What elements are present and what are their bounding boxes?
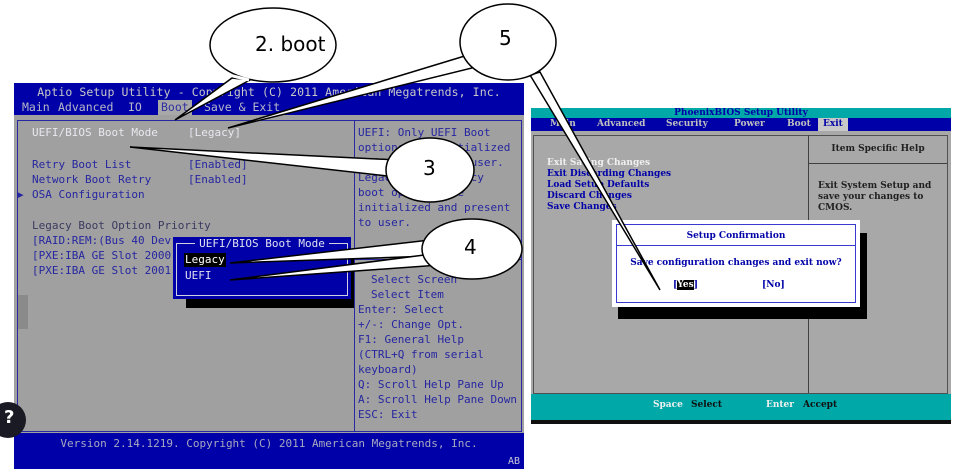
setup-confirmation-dialog: Setup Confirmation Save configuration ch… [612, 220, 860, 307]
bottom-border [531, 420, 951, 424]
aptio-footer: Version 2.14.1219. Copyright (C) 2011 Am… [14, 433, 524, 469]
legacy-priority-heading: Legacy Boot Option Priority [32, 219, 211, 232]
tab-advanced[interactable]: Advanced [58, 100, 114, 114]
phoenix-key-bar: Space Select Enter Accept [531, 394, 951, 420]
setting-boot-mode-label[interactable]: UEFI/BIOS Boot Mode [32, 126, 158, 139]
key-enter-action: Accept [803, 400, 838, 410]
menu-boot[interactable]: Boot [787, 119, 811, 129]
setting-retry-boot-list-value[interactable]: [Enabled] [188, 158, 248, 171]
key-hint: A: Scroll Help Pane Down [358, 393, 517, 406]
help-heading: Item Specific Help [831, 144, 925, 154]
key-hint: (CTRL+Q from serial [358, 348, 484, 361]
yes-button-label: Yes [677, 280, 694, 290]
menu-security[interactable]: Security [666, 119, 708, 129]
setting-network-boot-retry-label[interactable]: Network Boot Retry [32, 173, 152, 186]
menu-advanced[interactable]: Advanced [597, 119, 646, 129]
help-line: initialized and present [358, 201, 511, 214]
phoenix-title: PhoenixBIOS Setup Utility [531, 108, 951, 118]
help-line: to user. [358, 216, 411, 229]
aptio-tab-bar: Main Advanced IO Boot Save & Exit [14, 100, 524, 115]
key-hint: +/-: Change Opt. [358, 318, 464, 331]
dialog-divider [617, 245, 855, 246]
tab-main[interactable]: Main [22, 100, 50, 114]
no-button[interactable]: [No] [762, 280, 785, 290]
tab-boot[interactable]: Boot [158, 100, 192, 115]
corner-label: AB [507, 456, 520, 467]
legacy-boot-option[interactable]: [PXE:IBA GE Slot 2000 [32, 249, 172, 262]
menu-power[interactable]: Power [734, 119, 765, 129]
tab-io[interactable]: IO [128, 100, 142, 114]
legacy-boot-option[interactable]: [PXE:IBA GE Slot 2001 [32, 264, 172, 277]
key-hint: ESC: Exit [358, 408, 418, 422]
legacy-boot-option[interactable]: [RAID:REM:(Bus 40 Dev [32, 234, 172, 247]
setting-osa-configuration[interactable]: OSA Configuration [32, 188, 145, 201]
key-hint: Select Screen [371, 273, 458, 286]
exit-option[interactable]: Load Setup Defaults [547, 180, 650, 190]
callout-label-4: 4 [464, 235, 477, 259]
help-divider [354, 259, 521, 260]
help-line: UEFI: Only UEFI Boot [358, 126, 491, 139]
phoenix-menu-bar: Main Advanced Security Power Boot Exit [531, 118, 951, 131]
menu-exit[interactable]: Exit [818, 118, 848, 131]
key-enter: Enter [766, 400, 795, 410]
exit-option[interactable]: Discard Changes [547, 191, 632, 201]
exit-option[interactable]: Save Changes [547, 202, 617, 212]
aptio-title: Aptio Setup Utility - Copyright (C) 2011… [37, 85, 501, 99]
setting-retry-boot-list-label[interactable]: Retry Boot List [32, 158, 132, 171]
dialog-title: Setup Confirmation [686, 231, 786, 241]
submenu-arrow-icon: ▶ [17, 188, 24, 201]
key-hint: keyboard) [358, 363, 418, 376]
key-space: Space [653, 400, 683, 410]
yes-button[interactable]: [Yes] [673, 280, 698, 290]
scrollbar-thumb[interactable] [18, 295, 28, 329]
help-line: Legacy: Only legacy [358, 171, 484, 184]
popup-option-legacy[interactable]: Legacy [184, 253, 226, 267]
key-hint: Q: Scroll Help Pane Up [358, 378, 504, 391]
callout-label-5: 5 [499, 26, 512, 50]
popup-title-text: UEFI/BIOS Boot Mode [195, 237, 329, 250]
key-hint: Select Item [371, 288, 444, 301]
help-line: options are initialized [358, 141, 511, 154]
tab-save-exit[interactable]: Save & Exit [204, 100, 281, 114]
key-hint: F1: General Help [358, 333, 464, 346]
key-space-action: Select [691, 400, 723, 410]
popup-option-uefi[interactable]: UEFI [185, 269, 212, 282]
menu-main[interactable]: Main [550, 119, 576, 129]
version-text: Version 2.14.1219. Copyright (C) 2011 Am… [60, 437, 478, 450]
badge-glyph: ? [4, 407, 15, 428]
setting-boot-mode-value[interactable]: [Legacy] [188, 126, 241, 139]
help-line: boot options are [358, 186, 464, 199]
boot-mode-popup: UEFI/BIOS Boot Mode Legacy UEFI [173, 237, 351, 299]
dialog-message: Save configuration changes and exit now? [630, 258, 842, 268]
exit-option[interactable]: Exit Saving Changes [547, 158, 651, 168]
exit-option[interactable]: Exit Discarding Changes [547, 169, 672, 179]
callout-label-3: 3 [423, 156, 436, 180]
help-text: Exit System Setup and save your changes … [818, 181, 932, 213]
key-hint: Enter: Select [358, 303, 445, 316]
help-divider-horizontal [808, 163, 947, 164]
setting-network-boot-retry-value[interactable]: [Enabled] [188, 173, 248, 186]
callout-label-2-boot: 2. boot [255, 32, 326, 56]
popup-title: UEFI/BIOS Boot Mode [173, 237, 351, 250]
